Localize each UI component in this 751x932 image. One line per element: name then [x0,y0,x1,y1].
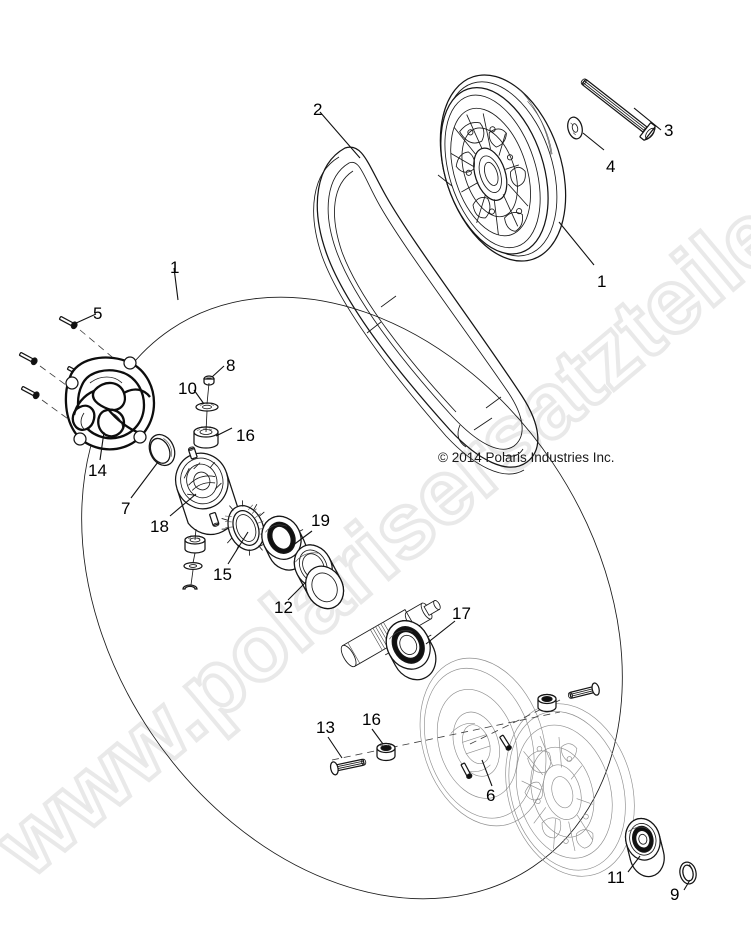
callout-19: 19 [311,511,330,530]
secondary-clutch-group-outline [81,296,623,900]
nut [203,375,215,386]
bolt-right [567,682,600,699]
callout-1-left: 1 [170,258,180,277]
callout-15: 15 [213,565,232,584]
bolt-short [329,758,367,776]
callout-16-upper: 16 [236,426,255,445]
callout-5: 5 [93,304,103,323]
bolt-long [580,78,656,141]
bushing-collar [293,544,345,610]
callout-8: 8 [226,356,236,375]
callout-10: 10 [178,379,197,398]
pin-b [460,762,473,779]
retaining-ring [148,433,176,467]
callout-18: 18 [150,517,169,536]
clutch-assembly-driven-ghost [505,703,635,877]
callout-16-lower: 16 [362,710,381,729]
snap-ring [679,861,697,885]
washer [567,116,583,140]
callout-4: 4 [606,157,616,176]
callout-2: 2 [313,100,323,119]
clutch-sheave-top [439,74,567,262]
callout-1-right: 1 [597,272,607,291]
spider-cam-assembly [64,356,156,451]
clutch-sheave-bottom-ghost [419,657,547,827]
callout-14: 14 [88,461,107,480]
callout-7: 7 [121,499,131,518]
callout-13: 13 [316,718,335,737]
callout-17: 17 [452,604,471,623]
leader-lines [73,107,691,891]
bearing-seal [385,620,437,681]
spring-clip [221,500,270,556]
bushing-right [537,693,557,713]
bushing-lower [376,742,396,762]
copyright-notice: © 2014 Polaris Industries Inc. [438,450,615,465]
sheave-hardware-stack [182,528,206,590]
callout-12: 12 [274,598,293,617]
callout-6: 6 [486,786,496,805]
bearing [624,817,665,878]
washer-small [195,402,219,412]
callout-3: 3 [664,121,674,140]
drive-belt [313,146,539,475]
callout-9: 9 [670,885,680,904]
callout-11: 11 [607,868,625,887]
pin-a [499,734,512,751]
moveable-sheave [174,446,239,536]
